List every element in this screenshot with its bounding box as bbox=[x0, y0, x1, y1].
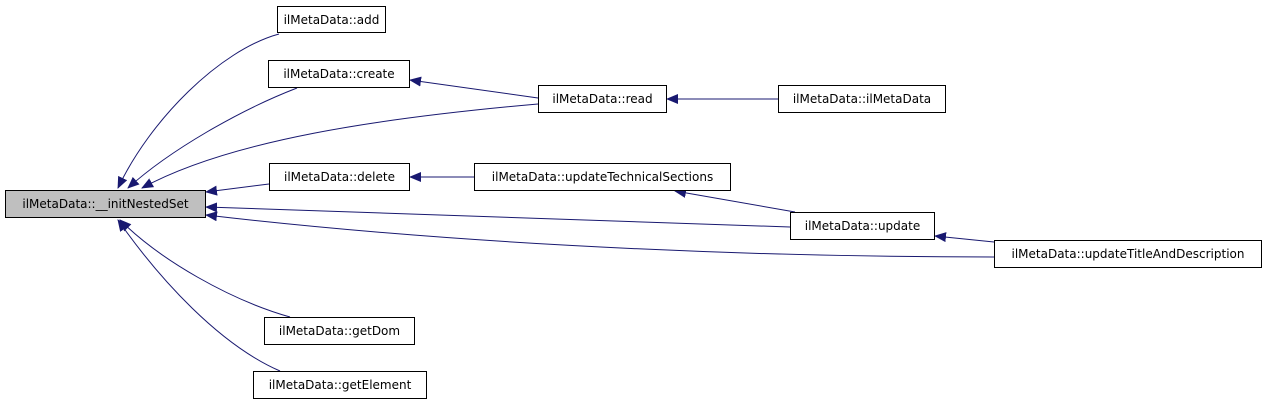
node-add[interactable]: ilMetaData::add bbox=[277, 6, 386, 33]
node-create[interactable]: ilMetaData::create bbox=[268, 60, 410, 88]
node-label: ilMetaData::read bbox=[552, 92, 653, 106]
node-get-element[interactable]: ilMetaData::getElement bbox=[253, 371, 427, 399]
node-label: ilMetaData::getElement bbox=[268, 378, 412, 392]
edge-add-to-initNestedSet bbox=[117, 33, 280, 189]
node-delete[interactable]: ilMetaData::delete bbox=[269, 163, 410, 191]
edge-update-to-updateTechnicalSections bbox=[674, 187, 796, 213]
node-label: ilMetaData::__initNestedSet bbox=[22, 197, 189, 211]
edge-getElement-to-initNestedSet bbox=[117, 219, 281, 372]
edge-read-to-create bbox=[409, 76, 539, 99]
node-label: ilMetaData::getDom bbox=[278, 324, 401, 338]
node-update[interactable]: ilMetaData::update bbox=[790, 212, 935, 240]
edge-update-to-initNestedSet bbox=[205, 202, 791, 228]
node-read[interactable]: ilMetaData::read bbox=[538, 85, 667, 113]
node-label: ilMetaData::delete bbox=[283, 170, 395, 184]
node-il-meta-data[interactable]: ilMetaData::ilMetaData bbox=[778, 85, 946, 113]
node-label: ilMetaData::add bbox=[283, 12, 380, 27]
node-label: ilMetaData::updateTechnicalSections bbox=[491, 170, 714, 184]
node-label: ilMetaData::ilMetaData bbox=[792, 92, 932, 106]
edge-read-to-initNestedSet bbox=[141, 103, 539, 189]
node-update-title-and-description[interactable]: ilMetaData::updateTitleAndDescription bbox=[994, 240, 1262, 268]
node-update-technical-sections[interactable]: ilMetaData::updateTechnicalSections bbox=[474, 163, 731, 191]
edge-updateTitleAndDescription-to-update bbox=[934, 232, 995, 243]
node-label: ilMetaData::create bbox=[283, 67, 395, 81]
edge-delete-to-initNestedSet bbox=[205, 183, 270, 196]
edge-updateTitleAndDescription-to-initNestedSet bbox=[205, 211, 995, 258]
node-label: ilMetaData::update bbox=[804, 219, 921, 233]
node-get-dom[interactable]: ilMetaData::getDom bbox=[264, 317, 415, 345]
node-label: ilMetaData::updateTitleAndDescription bbox=[1011, 247, 1245, 261]
node-init-nested-set[interactable]: ilMetaData::__initNestedSet bbox=[5, 190, 206, 218]
edge-create-to-initNestedSet bbox=[127, 87, 298, 189]
edge-getDom-to-initNestedSet bbox=[119, 219, 291, 318]
